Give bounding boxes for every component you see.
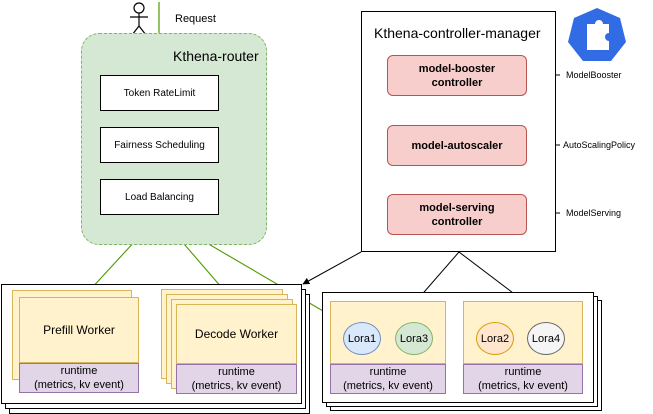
lora2-adapter: Lora2 [476, 322, 514, 355]
lora3-adapter: Lora3 [395, 322, 433, 355]
lora4-adapter: Lora4 [527, 322, 565, 355]
model-autoscaler-controller: model-autoscaler [387, 125, 527, 166]
manager-to-lora-left-arrow [417, 251, 460, 300]
prefill-runtime-line2: (metrics, kv event) [34, 379, 124, 391]
decode-runtime: runtime (metrics, kv event) [176, 364, 297, 394]
load-balancing-step: Load Balancing [100, 179, 219, 215]
model-autoscaler-line1: model-autoscaler [411, 139, 503, 152]
user-actor-icon [130, 2, 148, 36]
lora-right-runtime-line2: (metrics, kv event) [478, 380, 568, 392]
decode-worker [176, 304, 297, 364]
lora-right-runtime: runtime (metrics, kv event) [463, 364, 583, 394]
request-label: Request [175, 13, 216, 25]
manager-to-lora-arrow [458, 251, 522, 300]
crd-autoscalingpolicy: AutoScalingPolicy [563, 140, 636, 150]
decode-runtime-line2: (metrics, kv event) [191, 380, 282, 392]
model-serving-line2: controller [431, 215, 483, 228]
lora-left-runtime-line2: (metrics, kv event) [343, 380, 433, 392]
fairness-scheduling-step: Fairness Scheduling [100, 127, 219, 163]
crd-modelserving: ModelServing [566, 208, 622, 218]
model-booster-line2: controller [431, 76, 483, 89]
decode-worker-label: Decode Worker [194, 327, 279, 341]
model-booster-line1: model-booster [418, 62, 496, 75]
controller-manager-title: Kthena-controller-manager [374, 25, 541, 41]
prefill-runtime-line1: runtime [60, 365, 98, 377]
decode-runtime-line1: runtime [218, 366, 255, 378]
kubernetes-crd-icon [568, 8, 626, 61]
router-title: Kthena-router [173, 48, 259, 64]
lora-right-runtime-line1: runtime [504, 366, 542, 378]
model-booster-controller: model-booster controller [387, 55, 527, 96]
token-ratelimit-step: Token RateLimit [100, 75, 219, 111]
lora1-adapter: Lora1 [343, 322, 381, 355]
lora-left-runtime: runtime (metrics, kv event) [330, 364, 446, 394]
manager-to-pd-arrow [302, 251, 362, 285]
prefill-runtime: runtime (metrics, kv event) [19, 363, 139, 393]
crd-modelbooster: ModelBooster [566, 70, 622, 80]
model-serving-controller: model-serving controller [387, 194, 527, 235]
prefill-worker-label: Prefill Worker [43, 323, 115, 337]
model-serving-line1: model-serving [419, 201, 495, 214]
lora-left-runtime-line1: runtime [369, 366, 407, 378]
prefill-worker [19, 297, 139, 363]
